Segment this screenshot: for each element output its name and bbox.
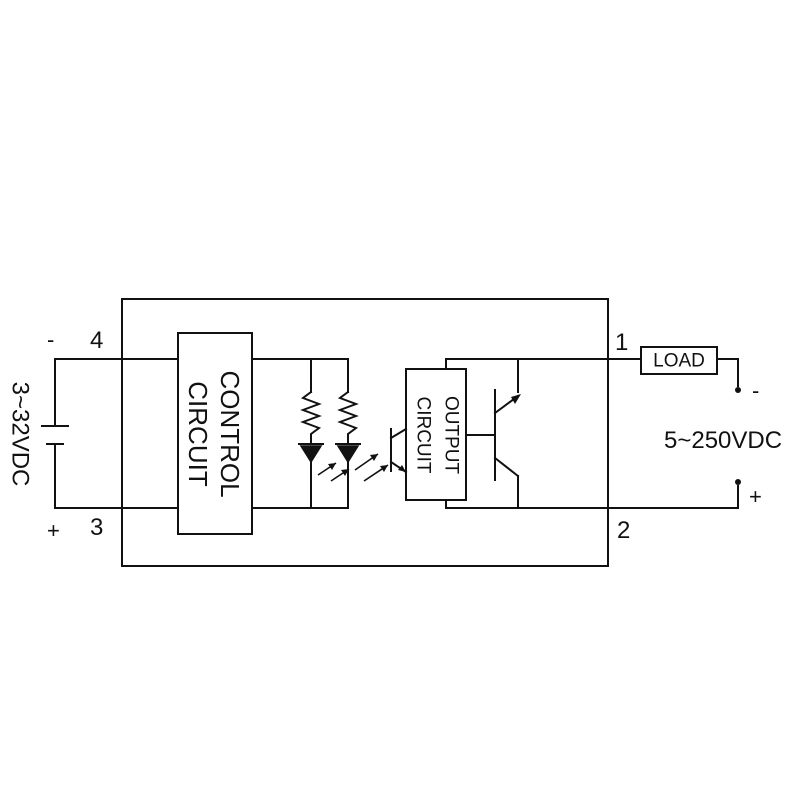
input-minus-sign: - (47, 327, 54, 352)
resistor-left (300, 390, 322, 441)
load-label: LOAD (653, 351, 705, 372)
output-circuit-label-line1: OUTPUT (441, 396, 462, 475)
control-circuit-block (177, 332, 253, 535)
input-plus-sign: + (47, 518, 60, 543)
load-box (640, 346, 718, 375)
input-voltage-label: 3~32VDC (7, 382, 34, 487)
terminal-4: 4 (90, 327, 103, 354)
output-voltage-label: 5~250VDC (664, 427, 782, 454)
led-right (335, 439, 361, 464)
output-circuit-label-line2: CIRCUIT (413, 396, 434, 473)
led-left (298, 439, 324, 464)
terminal-3: 3 (90, 514, 103, 541)
relay-housing (121, 298, 609, 567)
control-led-wiring (251, 358, 349, 509)
phototransistor (389, 427, 408, 474)
control-circuit-label-line1: CONTROL (215, 370, 245, 497)
input-battery-symbol (41, 425, 69, 445)
output-minus-sign: - (752, 378, 759, 403)
input-wiring (54, 358, 179, 509)
terminal-2: 2 (617, 517, 630, 544)
output-plus-sign: + (749, 484, 762, 509)
terminal-1: 1 (615, 329, 628, 356)
output-transistor-stage (445, 358, 521, 509)
output-wiring (517, 358, 741, 509)
resistor-right (337, 390, 359, 441)
control-circuit-label-line2: CIRCUIT (183, 381, 213, 487)
light-emission-arrows (317, 453, 389, 482)
